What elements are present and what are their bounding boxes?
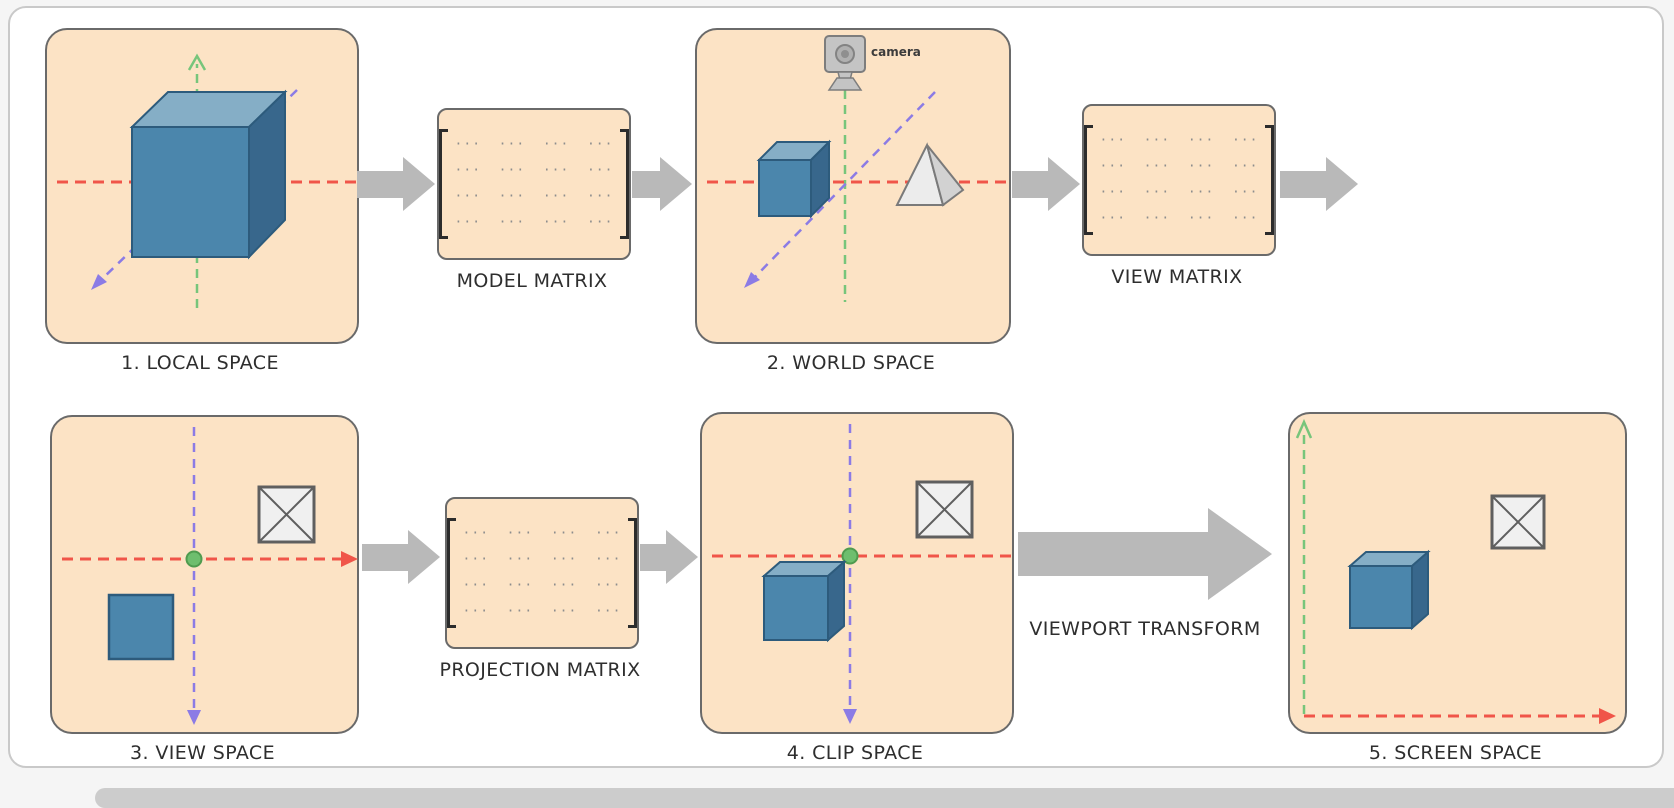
arrow-shaft bbox=[1012, 170, 1048, 198]
clip-space-scene bbox=[712, 424, 1036, 724]
model-matrix-label: MODEL MATRIX bbox=[456, 270, 608, 292]
z-axis-arrowhead bbox=[744, 272, 760, 288]
projection-matrix-label: PROJECTION MATRIX bbox=[439, 659, 641, 681]
flow-arrow-1 bbox=[357, 157, 435, 211]
world-space-label: 2. WORLD SPACE bbox=[766, 352, 936, 374]
view-space-scene bbox=[62, 427, 358, 725]
origin-dot bbox=[185, 550, 203, 568]
matrix-row: ··· ··· ··· ··· bbox=[454, 189, 614, 204]
matrix-entries: ··· ··· ··· ··· ··· ··· ··· ··· ··· ··· … bbox=[1100, 128, 1259, 232]
viewport-transform-arrow bbox=[1018, 508, 1272, 600]
model-matrix-box: ··· ··· ··· ··· ··· ··· ··· ··· ··· ··· … bbox=[437, 108, 631, 260]
view-space-label: 3. VIEW SPACE bbox=[129, 742, 276, 764]
matrix-row: ··· ··· ··· ··· bbox=[454, 215, 614, 230]
arrow-shaft bbox=[632, 170, 660, 198]
local-space-label: 1. LOCAL SPACE bbox=[121, 352, 279, 374]
world-space-scene: camera bbox=[707, 35, 1035, 302]
matrix-bracket-right bbox=[1265, 125, 1274, 235]
panel-clip-space bbox=[700, 412, 1036, 734]
y-axis-arrowhead bbox=[843, 709, 857, 724]
view-matrix-label: VIEW MATRIX bbox=[1111, 266, 1243, 288]
z-axis-arrowhead bbox=[91, 274, 107, 290]
cube-3d-icon bbox=[129, 89, 288, 260]
textured-quad-icon bbox=[915, 480, 974, 539]
z-axis-purple bbox=[753, 91, 936, 279]
x-axis-arrowhead bbox=[341, 551, 358, 567]
matrix-row: ··· ··· ··· ··· bbox=[462, 526, 622, 541]
matrix-row: ··· ··· ··· ··· bbox=[462, 552, 622, 567]
arrow-head bbox=[1208, 508, 1272, 600]
screen-space-label: 5. SCREEN SPACE bbox=[1368, 742, 1543, 764]
matrix-entries: ··· ··· ··· ··· ··· ··· ··· ··· ··· ··· … bbox=[463, 521, 622, 625]
blue-square-icon bbox=[107, 593, 175, 661]
x-axis-arrowhead bbox=[1599, 708, 1616, 724]
matrix-bracket-right bbox=[628, 518, 637, 628]
matrix-row: ··· ··· ··· ··· bbox=[462, 578, 622, 593]
arrow-head bbox=[403, 157, 435, 211]
arrow-head bbox=[660, 157, 692, 211]
arrow-head bbox=[1326, 157, 1358, 211]
flow-arrow-2 bbox=[632, 157, 692, 211]
matrix-bracket-right bbox=[620, 129, 629, 239]
horizontal-scrollbar[interactable] bbox=[95, 788, 1674, 808]
view-matrix-box: ··· ··· ··· ··· ··· ··· ··· ··· ··· ··· … bbox=[1082, 104, 1276, 256]
origin-dot bbox=[841, 547, 859, 565]
matrix-bracket-left bbox=[1084, 125, 1093, 235]
flow-arrow-5 bbox=[362, 530, 440, 584]
clip-space-label: 4. CLIP SPACE bbox=[786, 742, 924, 764]
projection-matrix-box: ··· ··· ··· ··· ··· ··· ··· ··· ··· ··· … bbox=[445, 497, 639, 649]
flow-arrow-6 bbox=[640, 530, 698, 584]
camera-label: camera bbox=[871, 45, 921, 59]
y-axis-arrowhead bbox=[187, 53, 207, 71]
matrix-bracket-left bbox=[447, 518, 456, 628]
panel-view-space bbox=[50, 415, 359, 734]
matrix-row: ··· ··· ··· ··· bbox=[454, 163, 614, 178]
matrix-row: ··· ··· ··· ··· bbox=[1099, 159, 1259, 174]
panel-world-space: camera bbox=[695, 28, 1035, 344]
panel-local-space bbox=[45, 28, 383, 344]
y-axis-arrowhead bbox=[1295, 418, 1313, 439]
matrix-row: ··· ··· ··· ··· bbox=[454, 137, 614, 152]
flow-arrow-4 bbox=[1280, 157, 1358, 211]
viewport-transform-label: VIEWPORT TRANSFORM bbox=[1029, 618, 1261, 640]
matrix-row: ··· ··· ··· ··· bbox=[1099, 185, 1259, 200]
flow-arrow-3 bbox=[1012, 157, 1080, 211]
camera-icon bbox=[824, 35, 866, 91]
arrow-head bbox=[1048, 157, 1080, 211]
matrix-row: ··· ··· ··· ··· bbox=[462, 604, 622, 619]
matrix-bracket-left bbox=[439, 129, 448, 239]
screen-space-scene bbox=[1295, 418, 1616, 724]
arrow-shaft bbox=[1280, 170, 1326, 198]
textured-quad-icon bbox=[1490, 494, 1546, 550]
local-space-scene bbox=[57, 53, 383, 308]
pyramid-icon bbox=[895, 142, 965, 207]
arrow-head bbox=[408, 530, 440, 584]
matrix-row: ··· ··· ··· ··· bbox=[1099, 133, 1259, 148]
small-cube-3d-icon bbox=[1347, 549, 1431, 631]
arrow-head bbox=[666, 530, 698, 584]
arrow-shaft bbox=[640, 543, 666, 571]
small-cube-3d-icon bbox=[761, 559, 847, 643]
small-cube-3d-icon bbox=[756, 139, 832, 219]
y-axis-arrowhead bbox=[187, 710, 201, 725]
matrix-row: ··· ··· ··· ··· bbox=[1099, 211, 1259, 226]
panel-screen-space bbox=[1288, 412, 1627, 734]
matrix-entries: ··· ··· ··· ··· ··· ··· ··· ··· ··· ··· … bbox=[455, 132, 614, 236]
arrow-shaft bbox=[362, 543, 408, 571]
arrow-shaft bbox=[357, 170, 403, 198]
textured-quad-icon bbox=[257, 485, 316, 544]
arrow-shaft bbox=[1018, 532, 1208, 576]
